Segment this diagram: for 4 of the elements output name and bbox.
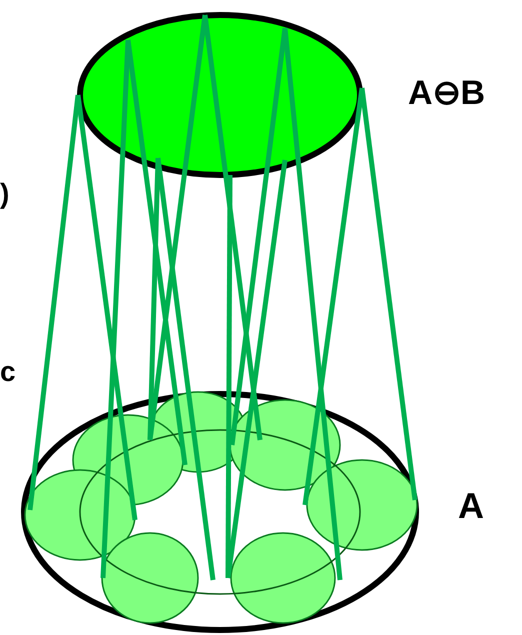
erosion-label: A⊖B: [408, 76, 486, 110]
cut-off-text: c: [0, 358, 16, 386]
set-label: A: [458, 488, 484, 524]
cut-off-text: ): [0, 180, 10, 208]
